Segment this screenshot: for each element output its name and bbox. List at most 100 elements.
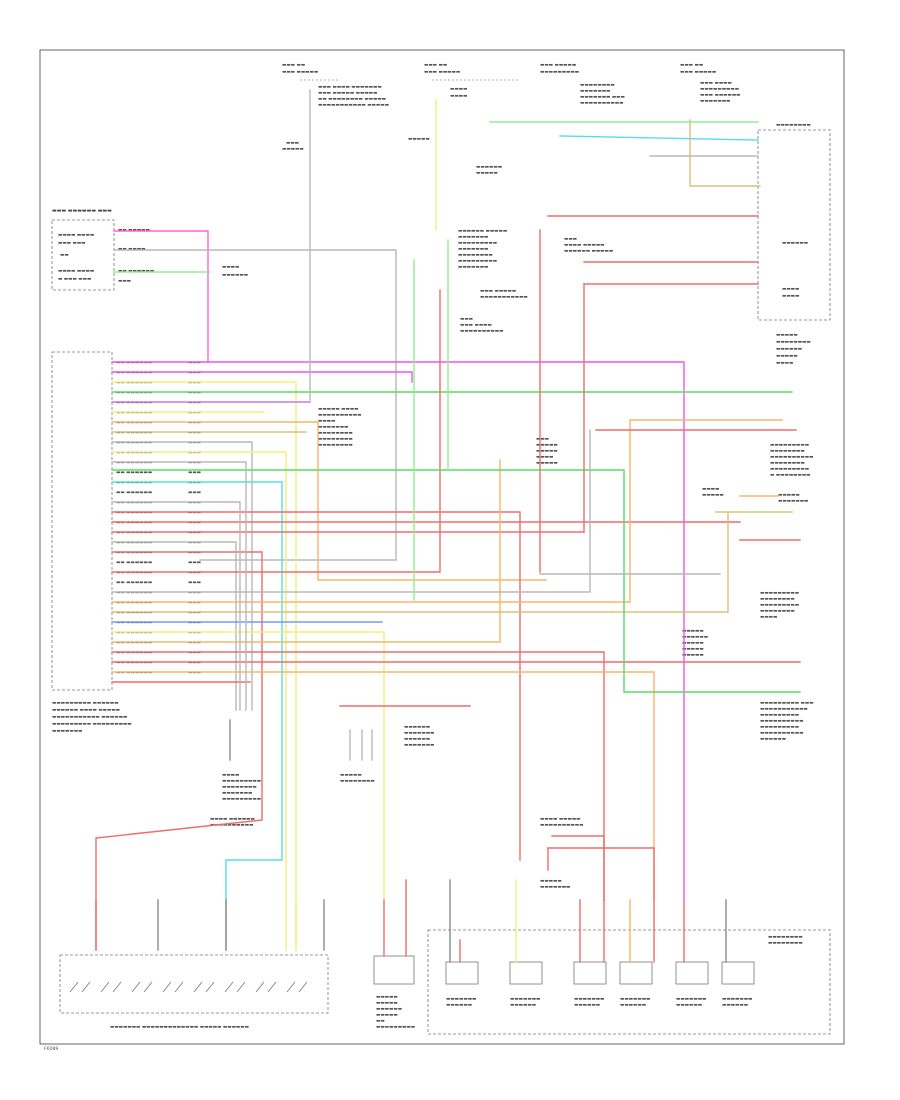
- bus-yellow-4: [111, 631, 385, 901]
- pcm-pin-label: ▬▬ ▬▬▬▬▬▬: [116, 401, 152, 406]
- svg-text:▬ ▬▬▬ ▬▬▬: ▬ ▬▬▬ ▬▬▬: [58, 277, 91, 282]
- bus-red-6: [111, 651, 605, 901]
- svg-text:▬▬▬▬▬▬▬▬: ▬▬▬▬▬▬▬▬: [318, 431, 353, 436]
- shift-solenoid-c-label-2: ▬▬▬▬▬▬: [722, 1003, 748, 1008]
- svg-text:▬▬▬▬▬: ▬▬▬▬▬: [776, 354, 798, 359]
- pcm-pin-number: ▬▬▬: [188, 451, 201, 456]
- svg-text:▬▬▬▬▬: ▬▬▬▬▬: [682, 641, 704, 646]
- feed-cyan-top: [559, 135, 759, 141]
- pcm-pin-number: ▬▬▬: [188, 391, 201, 396]
- svg-text:▬▬▬▬▬▬▬ ▬▬▬: ▬▬▬▬▬▬▬ ▬▬▬: [580, 95, 625, 100]
- wire-cluster-gray: [113, 249, 397, 561]
- svg-text:▬▬▬ ▬▬▬▬: ▬▬▬ ▬▬▬▬: [700, 81, 732, 86]
- svg-text:▬▬▬▬▬▬▬▬▬: ▬▬▬▬▬▬▬▬▬: [222, 779, 261, 784]
- bus-cyan-1: [111, 481, 283, 951]
- svg-text:▬▬▬▬▬▬▬▬: ▬▬▬▬▬▬▬▬: [770, 461, 805, 466]
- svg-text:▬▬▬▬▬▬▬▬: ▬▬▬▬▬▬▬▬: [318, 437, 353, 442]
- switch-contact: [193, 981, 215, 993]
- svg-text:▬▬▬▬▬: ▬▬▬▬▬: [682, 653, 704, 658]
- svg-text:▬▬▬▬▬▬: ▬▬▬▬▬▬: [222, 273, 248, 278]
- svg-text:▬▬▬▬▬: ▬▬▬▬▬: [682, 647, 704, 652]
- svg-text:▬▬▬▬: ▬▬▬▬: [776, 361, 793, 366]
- pcm-pin-label: ▬▬ ▬▬▬▬▬▬: [116, 481, 152, 486]
- pcm-pin-number: ▬▬▬: [188, 441, 201, 446]
- pcm-pin-number: ▬▬▬: [188, 431, 201, 436]
- switch-contacts: [69, 981, 308, 993]
- svg-text:▬▬▬▬▬▬▬: ▬▬▬▬▬▬▬: [404, 743, 434, 748]
- switch-contact: [162, 981, 184, 993]
- svg-text:▬▬▬: ▬▬▬: [460, 317, 473, 322]
- svg-text:▬▬▬▬▬: ▬▬▬▬▬: [376, 1013, 398, 1018]
- svg-text:▬▬▬▬▬▬▬▬▬: ▬▬▬▬▬▬▬▬▬: [222, 797, 261, 802]
- pcm-pin-number: ▬▬▬: [188, 671, 201, 676]
- svg-text:▬▬▬▬▬▬▬▬▬: ▬▬▬▬▬▬▬▬▬: [770, 467, 809, 472]
- svg-text:▬▬▬▬▬▬▬▬: ▬▬▬▬▬▬▬▬: [768, 941, 803, 946]
- tcc-pressure-solenoid-label: ▬▬▬▬▬▬▬: [510, 997, 540, 1002]
- svg-text:▬▬▬▬▬▬▬: ▬▬▬▬▬▬▬: [222, 791, 252, 796]
- pcm-pin-number: ▬▬▬: [188, 501, 201, 506]
- pcm-pin-number: ▬▬▬: [188, 411, 201, 416]
- svg-text:▬▬▬▬▬▬▬▬▬▬: ▬▬▬▬▬▬▬▬▬▬: [210, 823, 253, 828]
- svg-text:▬▬▬▬▬▬▬: ▬▬▬▬▬▬▬: [52, 729, 82, 734]
- bot-red-tie: [551, 835, 605, 901]
- pcm-pin-label: ▬▬ ▬▬▬▬▬▬: [116, 381, 152, 386]
- svg-text:▬▬▬▬▬: ▬▬▬▬▬: [408, 137, 430, 142]
- pcm-pin-label: ▬▬ ▬▬▬▬▬▬: [116, 601, 152, 606]
- svg-text:▬▬▬▬▬▬▬: ▬▬▬▬▬▬▬: [458, 235, 488, 240]
- svg-text:▬▬▬▬▬▬▬ ▬▬▬▬▬▬▬▬▬▬▬▬▬ ▬▬▬▬▬ ▬▬: ▬▬▬▬▬▬▬ ▬▬▬▬▬▬▬▬▬▬▬▬▬ ▬▬▬▬▬ ▬▬▬▬▬▬: [110, 1025, 249, 1030]
- bot-red-solenoid2: [547, 847, 655, 901]
- epc-solenoid-label: ▬▬▬▬▬▬▬: [574, 997, 604, 1002]
- pcm-pin-number: ▬▬▬: [188, 381, 201, 386]
- svg-text:▬▬▬▬▬▬▬▬▬▬: ▬▬▬▬▬▬▬▬▬▬: [460, 329, 503, 334]
- bus-red-5: [111, 289, 441, 573]
- pcm-pin-label: ▬▬ ▬▬▬▬▬▬: [116, 611, 152, 616]
- shift-solenoid-c: [721, 961, 755, 985]
- svg-text:▬▬▬▬▬▬: ▬▬▬▬▬▬: [760, 737, 786, 742]
- pcm-pin-label: ▬▬ ▬▬▬▬▬▬: [116, 651, 152, 656]
- pcm-pin-number: ▬▬▬: [188, 571, 201, 576]
- svg-text:▬▬▬▬▬▬▬▬: ▬▬▬▬▬▬▬▬: [760, 609, 795, 614]
- tcc-solenoid-label-2: ▬▬▬▬▬▬: [446, 1003, 472, 1008]
- svg-text:▬ ▬▬▬▬▬▬▬▬: ▬ ▬▬▬▬▬▬▬▬: [770, 473, 811, 478]
- svg-text:▬▬▬ ▬▬▬▬▬: ▬▬▬ ▬▬▬▬▬: [480, 289, 516, 294]
- bus-red-4: [95, 551, 263, 951]
- svg-text:▬▬▬▬▬▬▬▬: ▬▬▬▬▬▬▬▬: [222, 785, 257, 790]
- pcm-pin-label: ▬▬ ▬▬▬▬▬▬: [116, 511, 152, 516]
- bus-green-2: [111, 469, 801, 693]
- powertrain-control-module: ▬▬▬▬▬▬▬▬▬ ▬▬▬▬▬▬ ▬▬▬▬▬▬ ▬▬▬▬ ▬▬▬▬▬ ▬▬▬▬▬…: [51, 351, 201, 734]
- tcc-solenoid-label: ▬▬▬▬▬▬▬: [446, 997, 476, 1002]
- switch-contact: [131, 981, 153, 993]
- svg-text:▬▬▬▬: ▬▬▬▬: [782, 287, 799, 292]
- svg-text:▬▬▬▬: ▬▬▬▬: [222, 773, 239, 778]
- pcm-pin-label: ▬▬ ▬▬▬▬▬▬: [116, 571, 152, 576]
- svg-text:▬▬▬▬▬▬▬▬: ▬▬▬▬▬▬▬▬: [760, 597, 795, 602]
- svg-text:▬▬▬▬▬▬▬▬▬ ▬▬▬: ▬▬▬▬▬▬▬▬▬ ▬▬▬: [760, 701, 814, 706]
- svg-text:▬▬▬▬: ▬▬▬▬: [222, 265, 239, 270]
- svg-text:▬▬▬: ▬▬▬: [564, 237, 577, 242]
- svg-text:▬▬▬ ▬▬▬▬▬: ▬▬▬ ▬▬▬▬▬: [680, 70, 716, 75]
- svg-text:▬▬▬▬▬▬▬▬▬▬▬: ▬▬▬▬▬▬▬▬▬▬▬: [480, 295, 528, 300]
- svg-text:▬▬▬▬▬▬▬: ▬▬▬▬▬▬▬: [540, 885, 570, 890]
- svg-text:▬▬▬: ▬▬▬: [118, 279, 131, 284]
- svg-text:▬▬▬▬▬▬▬▬▬▬▬ ▬▬▬▬▬▬: ▬▬▬▬▬▬▬▬▬▬▬ ▬▬▬▬▬▬: [52, 715, 127, 720]
- svg-text:▬▬▬▬▬: ▬▬▬▬▬: [776, 333, 798, 338]
- svg-text:▬▬▬▬▬▬: ▬▬▬▬▬▬: [404, 737, 430, 742]
- svg-text:▬▬▬▬▬▬▬▬▬▬: ▬▬▬▬▬▬▬▬▬▬: [760, 731, 803, 736]
- svg-text:▬▬▬▬▬▬: ▬▬▬▬▬▬: [782, 241, 808, 246]
- pcm-pin-number: ▬▬▬: [188, 591, 201, 596]
- svg-text:▬▬▬▬▬▬: ▬▬▬▬▬▬: [682, 635, 708, 640]
- svg-text:▬▬▬▬: ▬▬▬▬: [782, 294, 799, 299]
- svg-text:▬▬▬▬▬ ▬▬▬▬: ▬▬▬▬▬ ▬▬▬▬: [318, 407, 359, 412]
- svg-text:▬▬▬▬▬: ▬▬▬▬▬: [540, 879, 562, 884]
- pcm-pin-number: ▬▬▬: [188, 521, 201, 526]
- svg-text:▬▬▬▬▬▬▬▬: ▬▬▬▬▬▬▬▬: [580, 83, 615, 88]
- svg-text:▬▬▬▬▬: ▬▬▬▬▬: [682, 629, 704, 634]
- pcm-pin-label: ▬▬ ▬▬▬▬▬▬: [116, 451, 152, 456]
- svg-text:▬▬▬▬▬▬▬▬▬: ▬▬▬▬▬▬▬▬▬: [760, 591, 799, 596]
- pcm-pin-number: ▬▬▬: [188, 621, 201, 626]
- digital-transmission-range-sensor: ▬▬▬▬▬▬▬ ▬▬▬▬▬▬▬▬▬▬▬▬▬ ▬▬▬▬▬ ▬▬▬▬▬▬: [59, 954, 329, 1030]
- pcm-pin-label: ▬▬ ▬▬▬▬▬▬: [116, 471, 152, 476]
- switch-contact: [69, 981, 91, 993]
- svg-text:▬▬▬▬▬▬: ▬▬▬▬▬▬: [404, 725, 430, 730]
- svg-text:▬▬▬▬▬▬▬: ▬▬▬▬▬▬▬: [404, 731, 434, 736]
